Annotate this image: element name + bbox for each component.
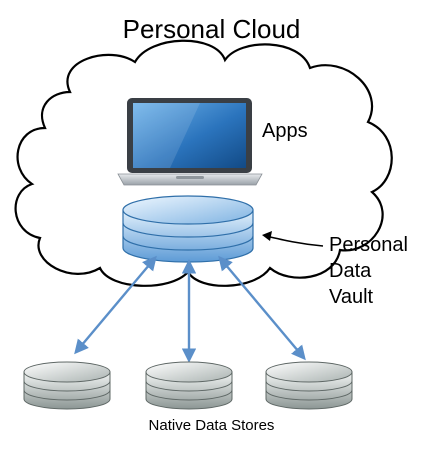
native-store-center-icon [145, 361, 233, 410]
connection-arrow-left [74, 255, 157, 355]
apps-label: Apps [262, 120, 308, 142]
vault-label-line: Data [329, 260, 372, 282]
native-store-left-icon [23, 361, 111, 410]
connection-arrow-right [218, 255, 306, 361]
vault-label: Personal Data Vault [329, 232, 408, 310]
native-stores-label: Native Data Stores [148, 417, 275, 434]
diagram-title: Personal Cloud [122, 14, 301, 44]
vault-label-line: Personal [329, 234, 408, 256]
vault-label-line: Vault [329, 286, 374, 308]
native-store-right-icon [265, 361, 353, 410]
laptop-icon [117, 98, 263, 186]
vault-database-icon [122, 195, 254, 263]
